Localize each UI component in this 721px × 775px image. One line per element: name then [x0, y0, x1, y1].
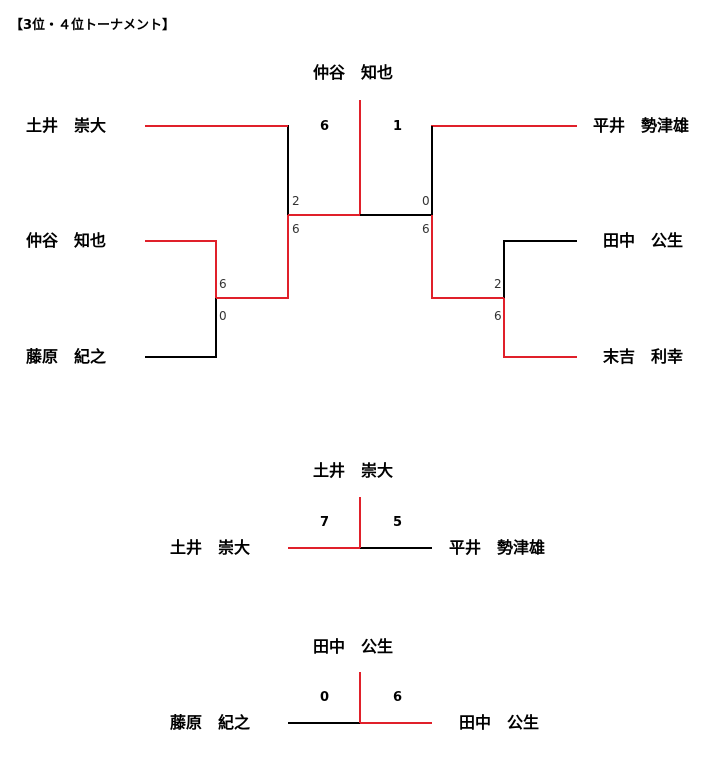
- line-right-top: [431, 125, 577, 215]
- line-left-bottom: [145, 298, 217, 358]
- right-mid-player: 田中 公生: [603, 231, 684, 250]
- match2-right-player: 平井 勢津雄: [449, 538, 546, 557]
- match2-score-left: 7: [320, 515, 330, 530]
- line-right-bottom: [503, 298, 577, 358]
- match3-score-left: 0: [320, 690, 330, 705]
- right-r1-score-bottom: 6: [494, 309, 502, 323]
- right-r2-score-top: 0: [422, 194, 430, 208]
- match3-left-player: 藤原 紀之: [170, 713, 251, 732]
- left-mid-player: 仲谷 知也: [26, 231, 107, 250]
- match2-score-right: 5: [393, 515, 403, 530]
- right-r1-score-top: 2: [494, 277, 502, 291]
- left-r1-score-top: 6: [219, 277, 227, 291]
- left-r2-score-bottom: 6: [292, 222, 300, 236]
- line-left-semi: [216, 215, 289, 299]
- line-left-mid: [145, 240, 217, 298]
- line-right-mid: [503, 240, 577, 298]
- left-r1-score-bottom: 0: [219, 309, 227, 323]
- match2-left-player: 土井 崇大: [170, 538, 251, 557]
- bracket1-champion: 仲谷 知也: [313, 63, 394, 82]
- line-left-top: [145, 125, 289, 215]
- line-right-semi: [431, 215, 504, 299]
- right-bottom-player: 末吉 利幸: [603, 347, 684, 366]
- match2-winner: 土井 崇大: [313, 461, 394, 480]
- left-r2-score-top: 2: [292, 194, 300, 208]
- match3-score-right: 6: [393, 690, 403, 705]
- right-r2-score-bottom: 6: [422, 222, 430, 236]
- final-score-left: 6: [320, 119, 330, 134]
- match3-right-player: 田中 公生: [459, 713, 540, 732]
- left-top-player: 土井 崇大: [26, 116, 107, 135]
- final-score-right: 1: [393, 119, 403, 134]
- page-title: 【3位・４位トーナメント】: [10, 18, 176, 33]
- right-top-player: 平井 勢津雄: [593, 116, 690, 135]
- left-bottom-player: 藤原 紀之: [26, 347, 107, 366]
- match3-winner: 田中 公生: [313, 637, 394, 656]
